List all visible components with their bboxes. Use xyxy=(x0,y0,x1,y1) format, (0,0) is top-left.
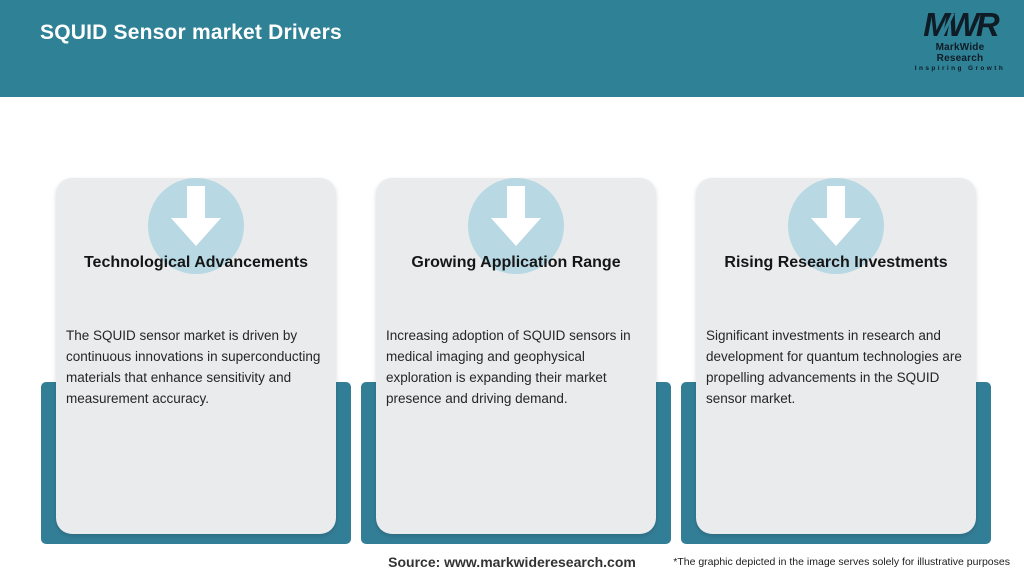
down-arrow-icon xyxy=(788,178,884,274)
source-text: Source: www.markwideresearch.com xyxy=(388,554,636,570)
driver-card-technological-advancements: Technological Advancements The SQUID sen… xyxy=(41,140,351,544)
page-title: SQUID Sensor market Drivers xyxy=(40,21,342,44)
card-description: Increasing adoption of SQUID sensors in … xyxy=(386,328,631,406)
card-panel: Growing Application Range Increasing ado… xyxy=(376,178,656,534)
card-description: Significant investments in research and … xyxy=(706,328,962,406)
card-title: Technological Advancements xyxy=(83,254,309,271)
logo-company-name: MarkWide Research xyxy=(935,42,985,64)
disclaimer-text: *The graphic depicted in the image serve… xyxy=(673,556,1010,568)
logo-monogram: MWR xyxy=(912,6,1008,43)
logo-monogram-text: MWR xyxy=(923,6,999,43)
driver-card-growing-application-range: Growing Application Range Increasing ado… xyxy=(361,140,671,544)
driver-card-rising-research-investments: Rising Research Investments Significant … xyxy=(681,140,991,544)
card-description: The SQUID sensor market is driven by con… xyxy=(66,328,321,406)
card-panel: Rising Research Investments Significant … xyxy=(696,178,976,534)
down-arrow-icon xyxy=(148,178,244,274)
card-title: Growing Application Range xyxy=(411,254,621,271)
logo-tagline: Inspiring Growth xyxy=(914,65,1006,72)
header-bar: SQUID Sensor market Drivers MWR MarkWide… xyxy=(0,0,1024,97)
card-title: Rising Research Investments xyxy=(724,254,948,271)
down-arrow-icon xyxy=(468,178,564,274)
card-panel: Technological Advancements The SQUID sen… xyxy=(56,178,336,534)
brand-logo: MWR MarkWide Research Inspiring Growth xyxy=(912,6,1008,72)
